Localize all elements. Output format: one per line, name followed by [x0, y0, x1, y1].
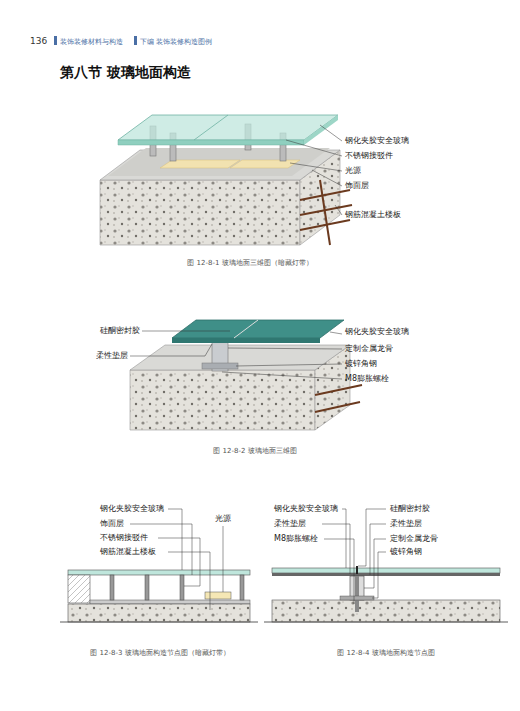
part-label: 光源 [345, 166, 361, 176]
part-label: 光源 [215, 514, 231, 524]
figure-3 [60, 509, 258, 622]
figure-caption: 图 12-8-4 玻璃地面构造节点图 [337, 648, 434, 658]
part-label: 定制金属龙骨 [390, 534, 438, 544]
figure-1 [100, 115, 352, 245]
figure-caption: 图 12-8-2 玻璃地面三维图 [213, 446, 296, 456]
part-label: M8膨胀螺栓 [274, 534, 318, 544]
part-label: 镀锌角钢 [390, 547, 422, 557]
header-mark [134, 36, 137, 45]
figure-caption: 图 12-8-3 玻璃地面构造节点图（暗藏灯带） [90, 648, 229, 658]
part-label: 硅酮密封胶 [390, 504, 430, 514]
part-label: 柔性垫层 [274, 519, 306, 529]
section-title: 第八节 玻璃地面构造 [60, 64, 191, 82]
part-label: 钢化夹胶安全玻璃 [274, 504, 338, 514]
part-label: 饰面层 [100, 519, 124, 529]
running-header: 136 [30, 36, 47, 46]
figure-2 [130, 320, 362, 430]
part-label: 定制金属龙骨 [345, 344, 393, 354]
part-label: 饰面层 [345, 181, 369, 191]
part-label: 硅酮密封胶 [100, 326, 140, 336]
running-header: 下编 装饰装修构造图例 [140, 37, 212, 47]
part-label: 钢筋混凝土楼板 [100, 547, 156, 557]
part-label: 钢化夹胶安全玻璃 [100, 504, 164, 514]
part-label: 柔性垫层 [390, 519, 422, 529]
figure-caption: 图 12-8-1 玻璃地面三维图（暗藏灯带） [187, 258, 312, 268]
part-label: 不锈钢接驳件 [100, 533, 148, 543]
figure-4 [264, 509, 508, 622]
running-header: 装饰装修材料与构造 [60, 37, 123, 47]
header-mark [54, 36, 57, 45]
part-label: 镀锌角钢 [345, 359, 377, 369]
part-label: 钢化夹胶安全玻璃 [345, 136, 409, 146]
part-label: 柔性垫层 [96, 351, 128, 361]
part-label: 不锈钢接驳件 [345, 151, 393, 161]
part-label: M8膨胀螺栓 [345, 374, 389, 384]
part-label: 钢筋混凝土楼板 [345, 210, 401, 220]
part-label: 钢化夹胶安全玻璃 [345, 327, 409, 337]
